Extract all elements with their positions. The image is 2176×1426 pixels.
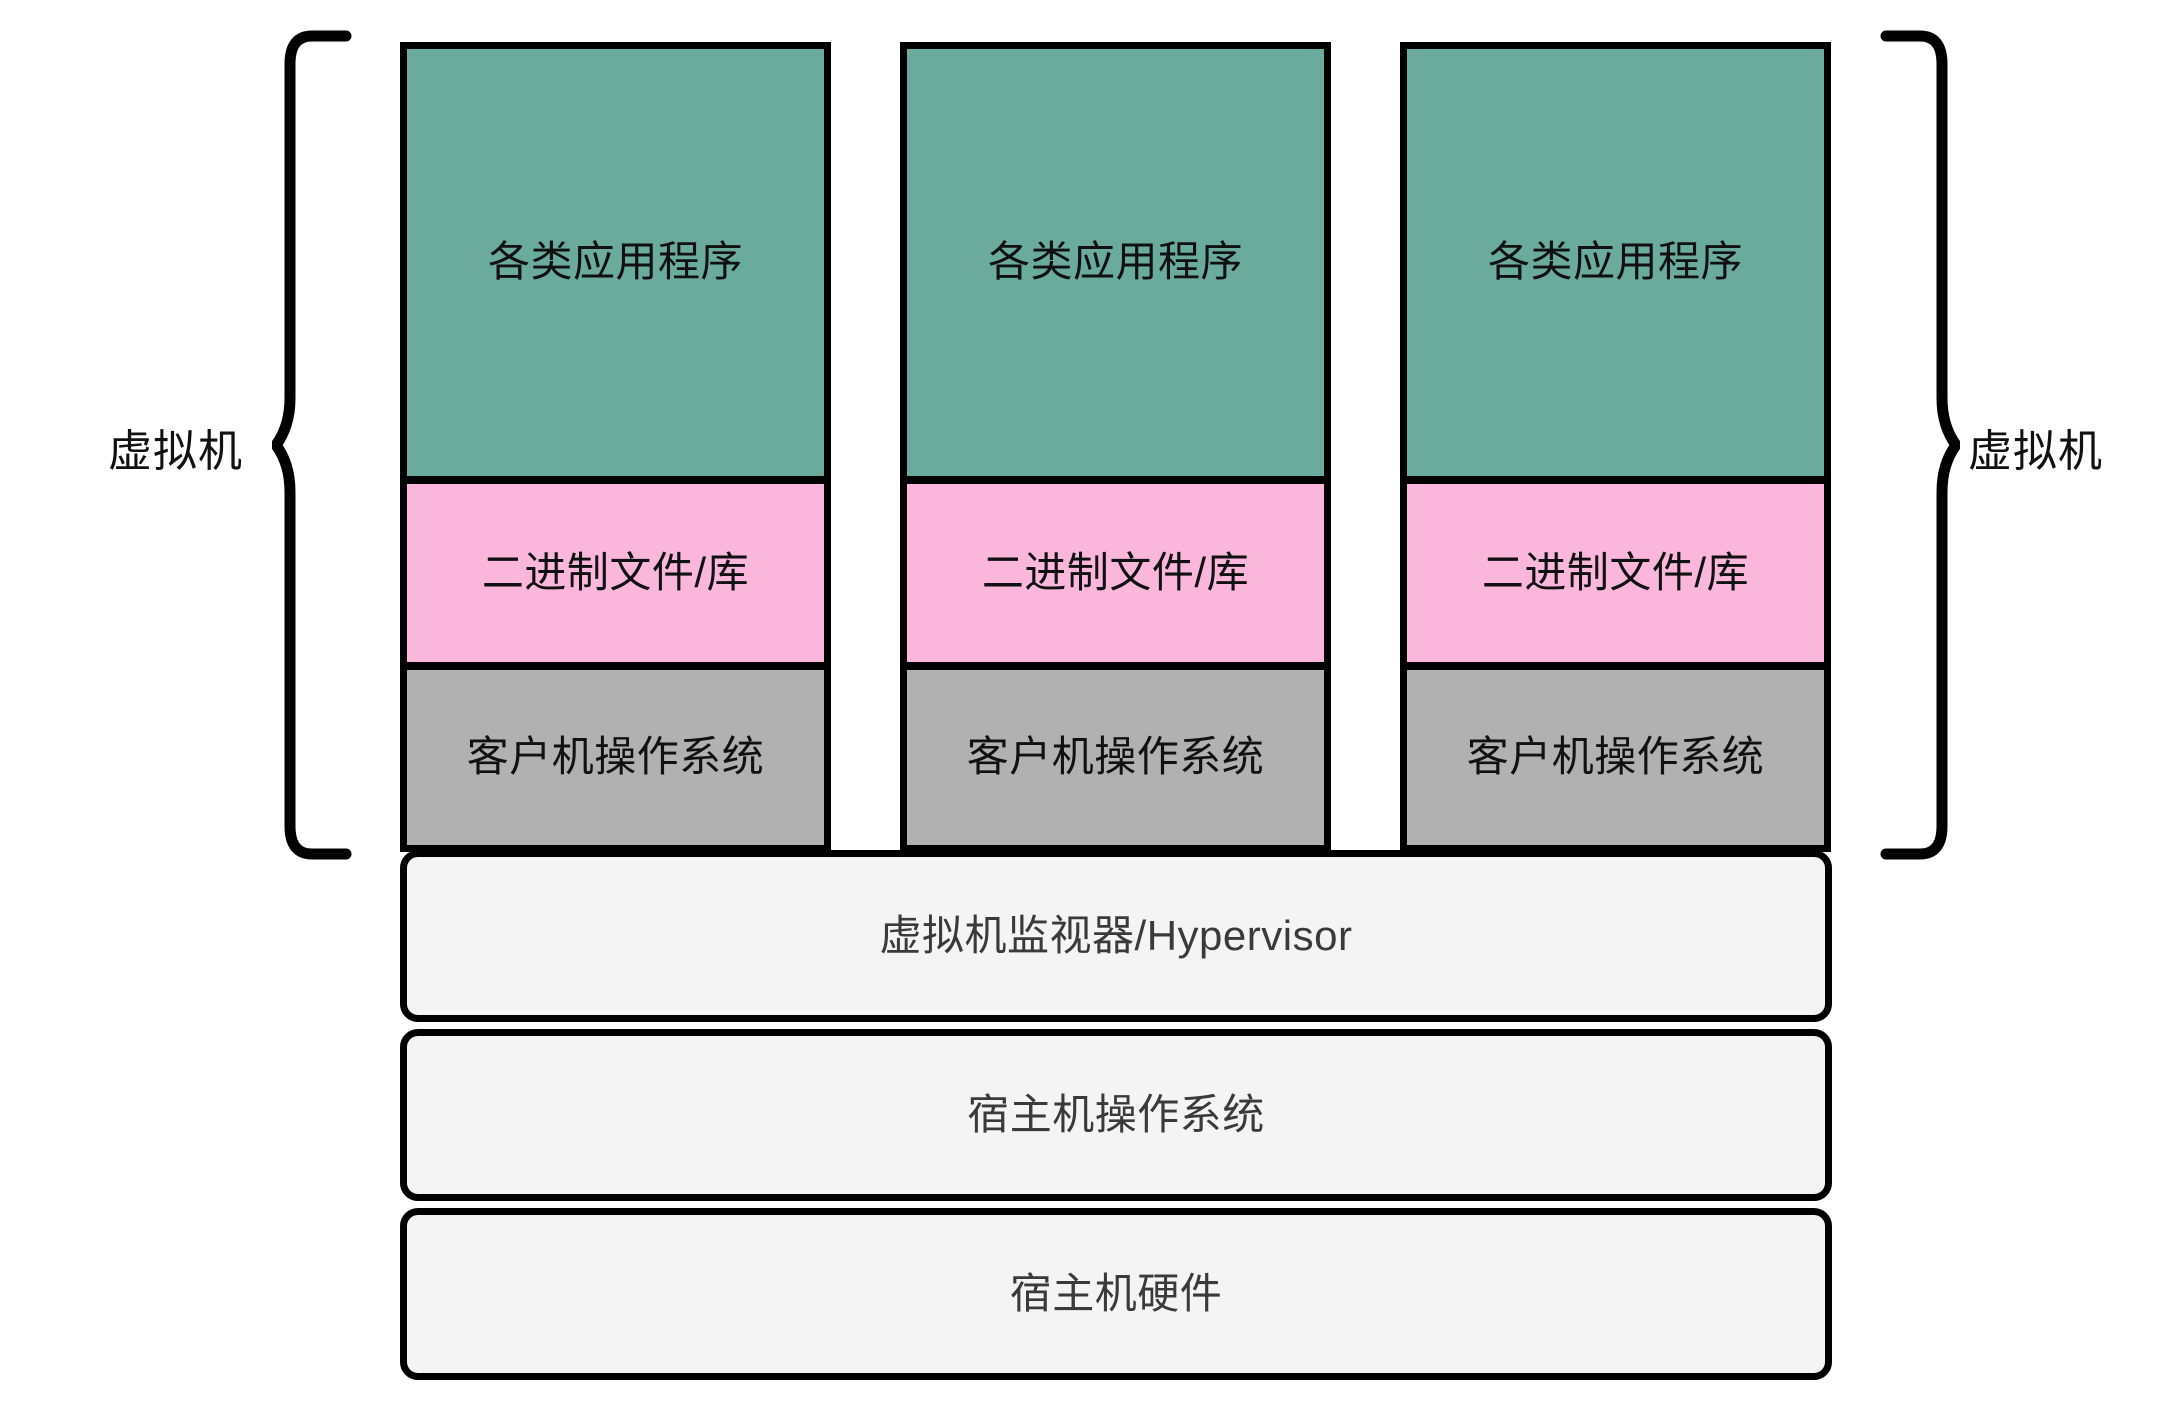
vm-1-guest-os-layer[interactable]: 客户机操作系统 [400,666,831,852]
right-brace-icon [1880,30,1960,860]
vm-2-bins-layer[interactable]: 二进制文件/库 [900,480,1331,666]
left-vm-label: 虚拟机 [108,412,243,482]
vm-3-guest-os-layer[interactable]: 客户机操作系统 [1400,666,1831,852]
hypervisor-label: 虚拟机监视器/Hypervisor [879,911,1353,959]
host-hardware-label: 宿主机硬件 [1009,1269,1223,1317]
vm-3-app-layer[interactable]: 各类应用程序 [1400,42,1831,480]
vm-2-bins-label: 二进制文件/库 [981,548,1250,596]
vm-2-guest-os-label: 客户机操作系统 [966,733,1265,781]
left-vm-label-text: 虚拟机 [108,427,243,476]
vm-1-bins-layer[interactable]: 二进制文件/库 [400,480,831,666]
vm-2-app-layer[interactable]: 各类应用程序 [900,42,1331,480]
vm-3-guest-os-label: 客户机操作系统 [1466,733,1765,781]
vm-3-bins-layer[interactable]: 二进制文件/库 [1400,480,1831,666]
host-os-label: 宿主机操作系统 [967,1090,1265,1138]
vm-1-guest-os-label: 客户机操作系统 [466,733,765,781]
hypervisor-bar[interactable]: 虚拟机监视器/Hypervisor [400,850,1832,1022]
vm-1-app-label: 各类应用程序 [487,238,743,286]
vm-column-3[interactable]: 各类应用程序 二进制文件/库 客户机操作系统 [1400,42,1831,852]
left-brace-icon [272,30,352,860]
vm-3-app-label: 各类应用程序 [1487,238,1743,286]
host-hardware-bar[interactable]: 宿主机硬件 [400,1208,1832,1380]
vm-3-bins-label: 二进制文件/库 [1481,548,1750,596]
vm-column-1[interactable]: 各类应用程序 二进制文件/库 客户机操作系统 [400,42,831,852]
vm-column-2[interactable]: 各类应用程序 二进制文件/库 客户机操作系统 [900,42,1331,852]
vm-2-guest-os-layer[interactable]: 客户机操作系统 [900,666,1331,852]
right-vm-label-text: 虚拟机 [1968,427,2103,476]
vm-2-app-label: 各类应用程序 [987,238,1243,286]
vm-1-bins-label: 二进制文件/库 [481,548,750,596]
vm-1-app-layer[interactable]: 各类应用程序 [400,42,831,480]
right-vm-label: 虚拟机 [1968,412,2103,482]
host-os-bar[interactable]: 宿主机操作系统 [400,1029,1832,1201]
